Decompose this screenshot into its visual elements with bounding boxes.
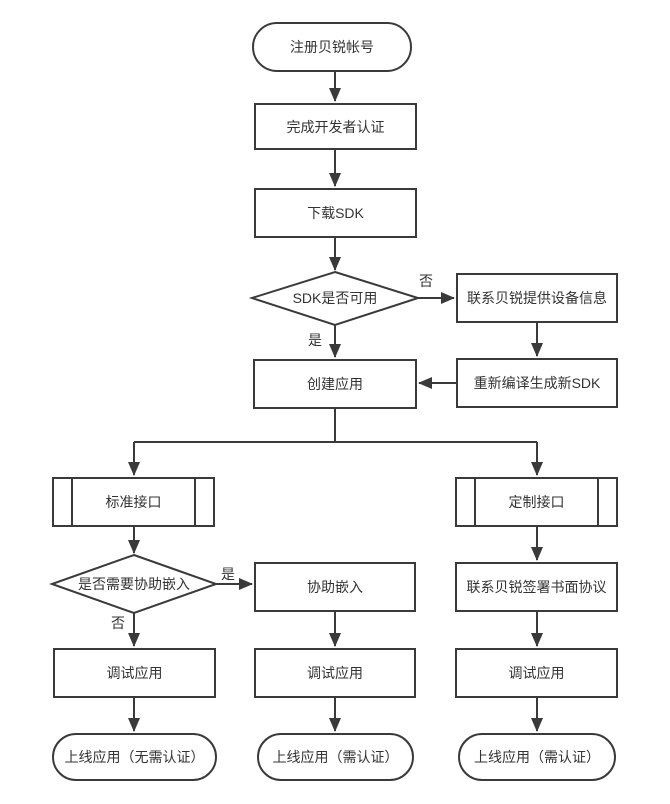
node-register-account: 注册贝锐帐号 — [252, 22, 412, 72]
node-debug-app-right: 调试应用 — [455, 648, 618, 698]
node-label: 调试应用 — [307, 665, 363, 681]
decision-diamond-sdk-usable — [248, 270, 422, 327]
predefined-side-bar — [71, 479, 73, 525]
node-label: 下载SDK — [307, 205, 364, 221]
node-standard-interface: 标准接口 — [52, 477, 215, 527]
node-label: 联系贝锐签署书面协议 — [466, 579, 607, 595]
node-debug-app-middle: 调试应用 — [254, 648, 416, 698]
node-label: 创建应用 — [307, 376, 363, 392]
node-download-sdk: 下载SDK — [254, 188, 417, 238]
predefined-side-bar — [194, 479, 196, 525]
node-launch-cert-middle: 上线应用（需认证） — [257, 733, 414, 781]
node-label: 重新编译生成新SDK — [473, 375, 601, 391]
node-label: 协助嵌入 — [307, 579, 363, 595]
node-custom-interface: 定制接口 — [455, 477, 618, 527]
node-label: 定制接口 — [508, 494, 565, 510]
node-label: 标准接口 — [105, 494, 162, 510]
edge-label-sdk-no: 否 — [419, 273, 433, 289]
node-label: 调试应用 — [106, 665, 163, 681]
node-label: 注册贝锐帐号 — [290, 39, 374, 55]
edge-label-sdk-yes: 是 — [308, 332, 322, 348]
node-label: 上线应用（无需认证） — [64, 749, 205, 765]
edge-label-assist-no: 否 — [111, 615, 125, 631]
node-launch-cert-right: 上线应用（需认证） — [458, 733, 616, 781]
predefined-side-bar — [474, 479, 476, 525]
node-launch-no-cert: 上线应用（无需认证） — [52, 733, 217, 781]
node-recompile-sdk: 重新编译生成新SDK — [456, 358, 618, 408]
node-developer-certification: 完成开发者认证 — [254, 103, 417, 150]
node-contact-device-info: 联系贝锐提供设备信息 — [456, 273, 618, 323]
node-label: 联系贝锐提供设备信息 — [467, 290, 607, 306]
node-debug-app-left: 调试应用 — [53, 648, 216, 698]
node-assist-embed: 协助嵌入 — [254, 562, 416, 612]
decision-label-sdk-usable: SDK是否可用 — [292, 290, 378, 306]
node-label: 调试应用 — [508, 665, 565, 681]
edge-label-assist-yes: 是 — [221, 566, 235, 582]
node-label: 上线应用（需认证） — [474, 749, 600, 765]
node-sign-agreement: 联系贝锐签署书面协议 — [455, 562, 618, 612]
node-label: 上线应用（需认证） — [272, 749, 399, 765]
decision-diamond-need-assist — [49, 553, 219, 615]
node-label: 完成开发者认证 — [286, 118, 385, 135]
node-create-app: 创建应用 — [253, 359, 417, 409]
decision-label-need-assist: 是否需要协助嵌入 — [78, 576, 190, 592]
predefined-side-bar — [597, 479, 599, 525]
